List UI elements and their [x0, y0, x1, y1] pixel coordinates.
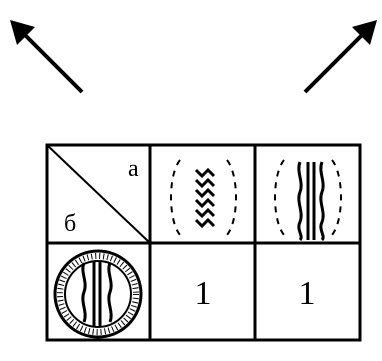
dashed-oval-wavy-lines-icon: [275, 160, 341, 240]
dashed-oval-zigzag-icon: [171, 160, 236, 235]
circle-dotted-ring-wavy-lines-icon: [55, 251, 141, 337]
cell-row1-col1: 1: [195, 275, 212, 312]
arrow-up-right-icon: [305, 20, 377, 92]
cell-row1-col2: 1: [299, 275, 316, 312]
corner-label-a: а: [128, 156, 139, 182]
corner-header-cell: а б: [47, 145, 150, 243]
corner-label-b: б: [64, 211, 76, 237]
arrow-up-left-icon: [10, 20, 82, 92]
